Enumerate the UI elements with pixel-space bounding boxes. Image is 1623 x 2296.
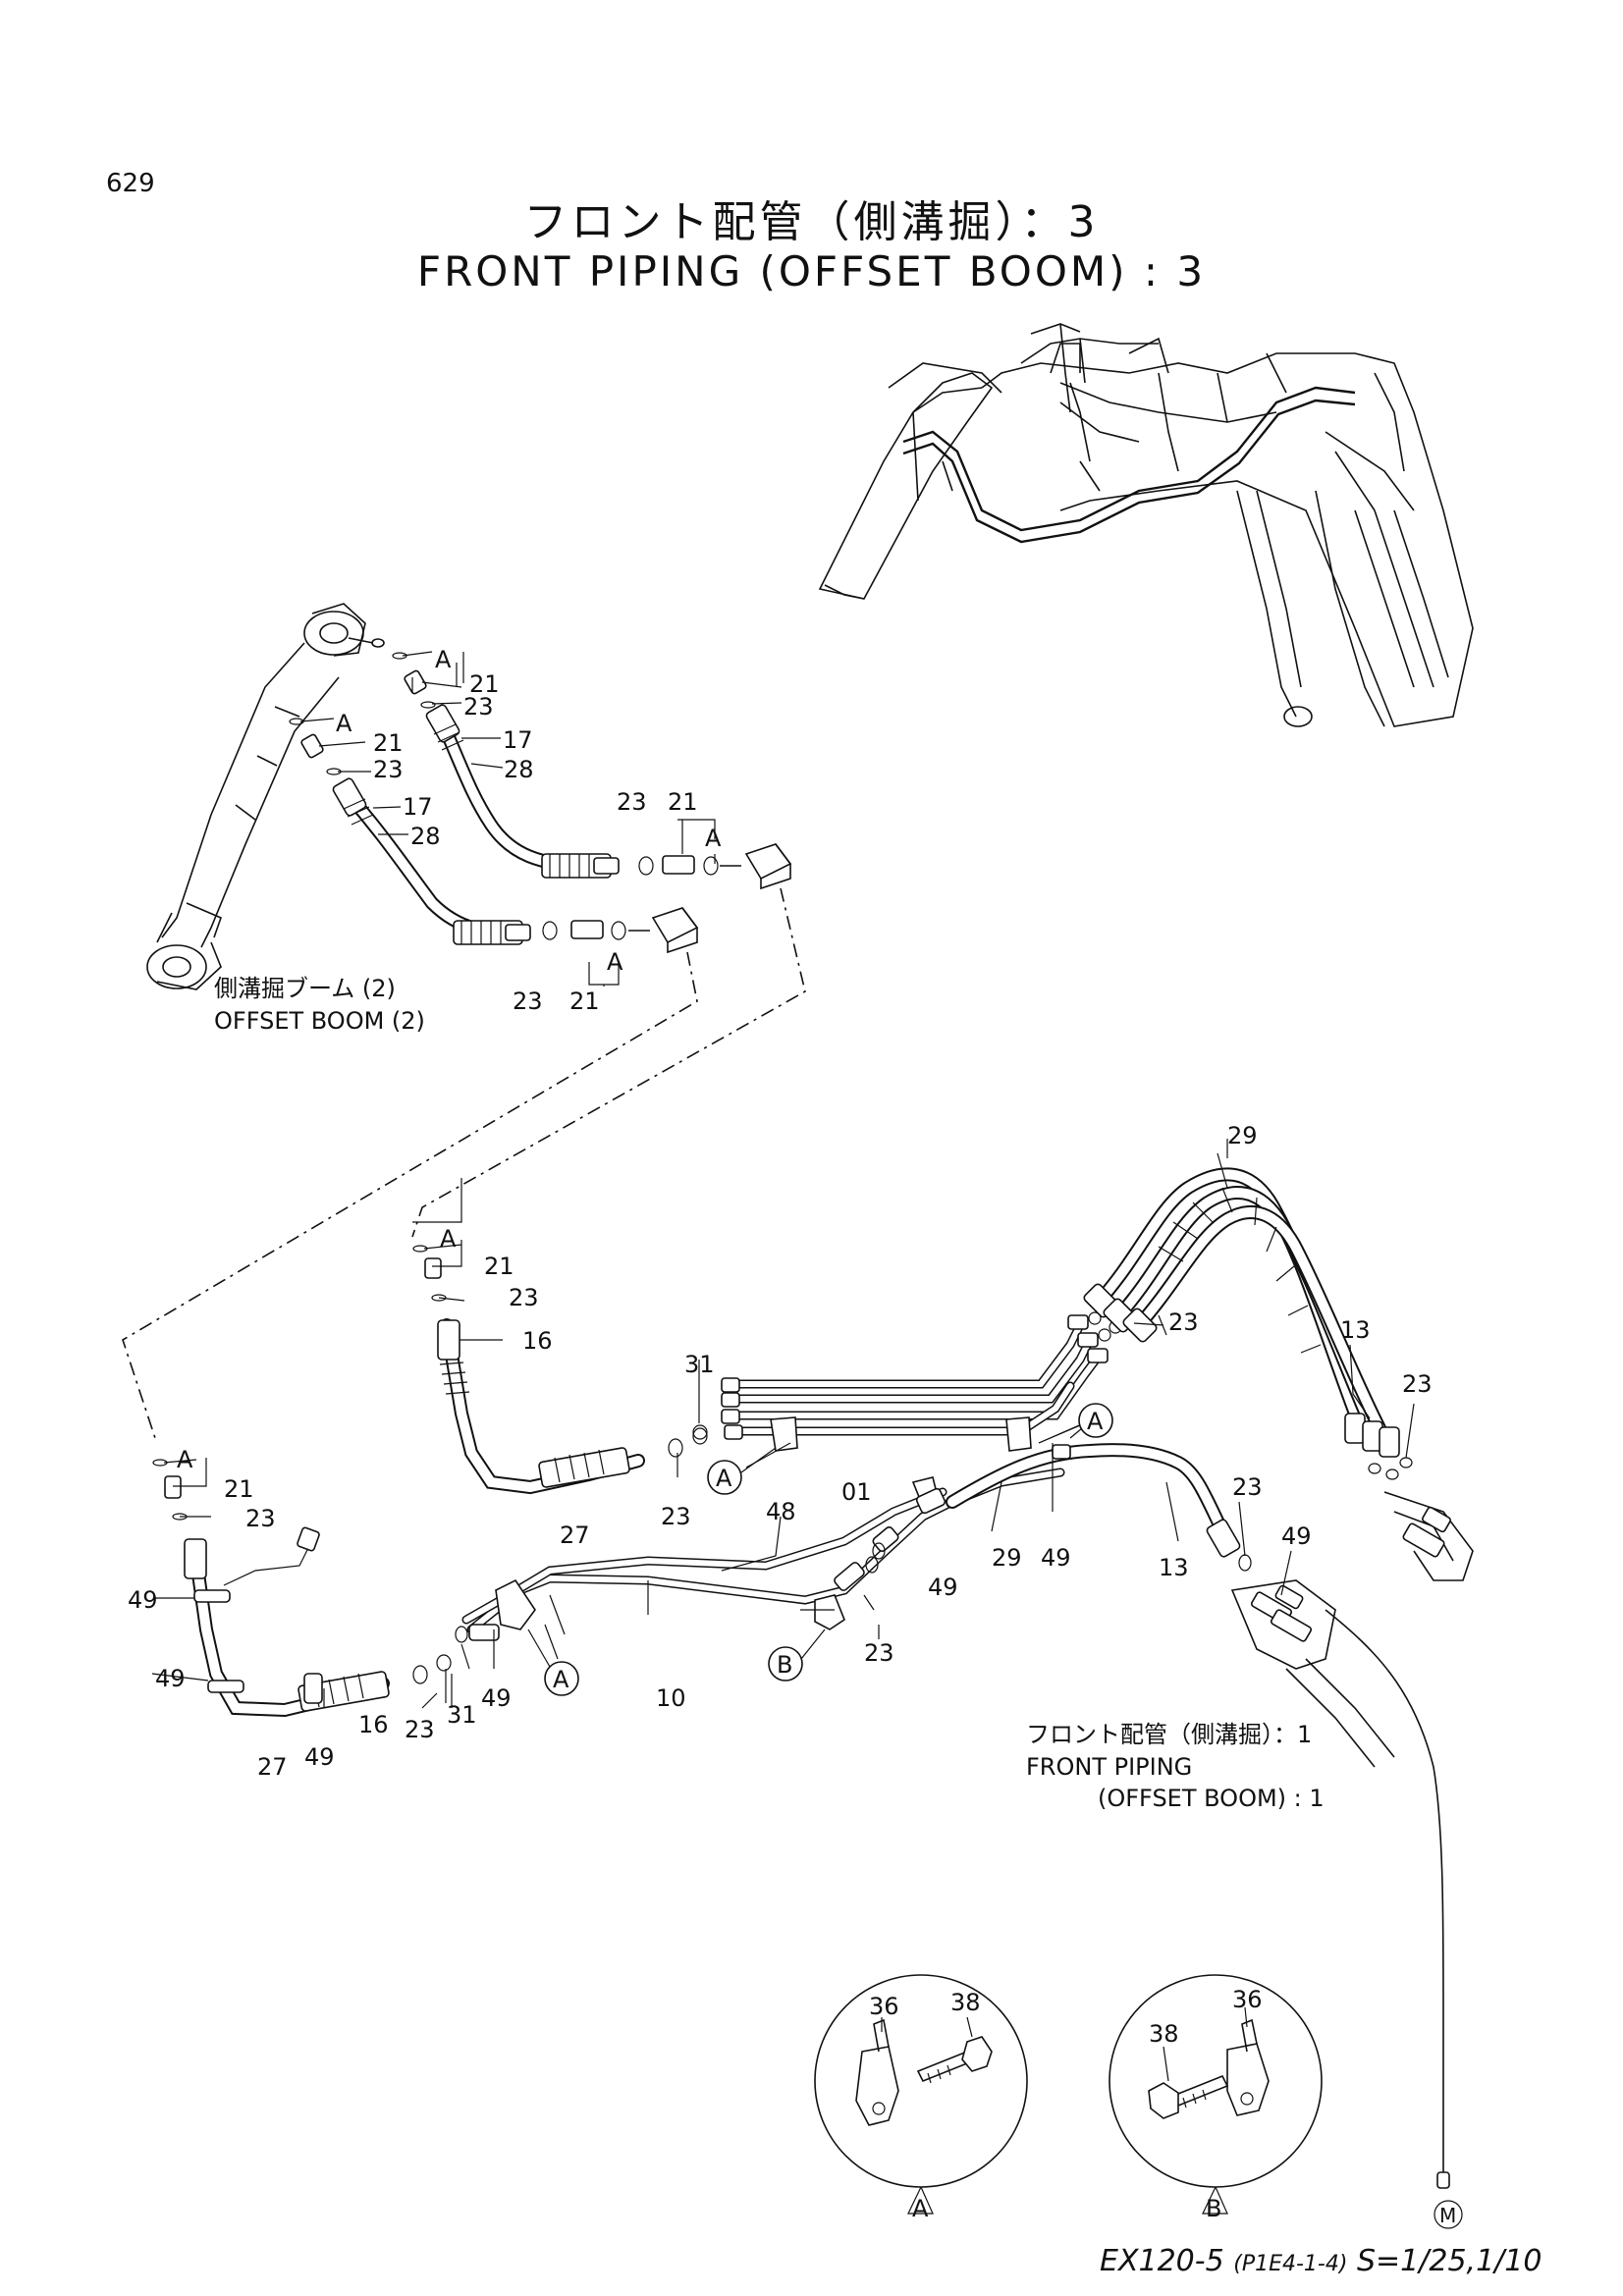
callout-a-1: A [1087,1408,1104,1435]
view-callouts: A A A B [527,1403,1113,1696]
label-23-lower-6: 23 [864,1639,894,1667]
title-english: FRONT PIPING (OFFSET BOOM) : 3 [416,247,1207,295]
part-labels-lower: A 21 23 16 27 23 31 01 48 10 29 23 13 23… [128,1122,1433,1781]
label-21-upper-3: 21 [668,788,698,816]
label-21-lower-2: 21 [224,1475,254,1503]
hose-assembly-upper [289,652,792,954]
label-21-upper-4: 21 [569,988,600,1015]
footer-code: (P1E4-1-4) [1233,2252,1348,2276]
label-49-lower-7: 49 [155,1665,186,1692]
label-a-upper-1: A [435,646,452,673]
label-23-upper-1: 23 [463,693,494,721]
label-27-lower-2: 27 [257,1753,288,1781]
label-21-upper-1: 21 [469,670,500,698]
label-28-upper-1: 28 [504,756,534,783]
label-23-lower-2: 23 [661,1503,691,1530]
detail-view-a: 36 38 A [814,1974,1028,2222]
label-23-upper-3: 23 [617,788,647,816]
label-23-lower-7: 23 [405,1716,435,1743]
callout-a-2: A [716,1465,732,1492]
label-17-upper-2: 17 [403,793,433,821]
detail-a-label: A [912,2195,929,2222]
label-13-lower: 13 [1159,1554,1189,1581]
label-16-lower-2: 16 [358,1711,389,1738]
title-japanese: フロント配管（側溝掘）：3 [523,197,1100,247]
detail-b-label: B [1206,2195,1221,2222]
logo-mark-letter: M [1439,2204,1456,2227]
label-49-lower-1: 49 [1281,1522,1312,1550]
detail-view-b: 36 38 B [1109,1974,1323,2222]
part-labels-upper: A 21 23 17 28 A 21 23 17 28 23 21 A 23 2… [336,646,722,1015]
detail-a-part-36: 36 [869,1993,899,2020]
label-29-lower: 29 [992,1544,1022,1572]
label-16-lower-1: 16 [522,1327,553,1355]
detail-a-part-38: 38 [950,1989,981,2016]
label-28-upper-2: 28 [410,823,441,850]
label-23-lower-3: 23 [1168,1308,1199,1336]
label-a-upper-4: A [607,948,623,976]
manufacturer-mark: M [1434,2200,1463,2229]
front-piping-reference-caption: フロント配管（側溝掘）：1 FRONT PIPING (OFFSET BOOM)… [1026,1721,1325,1812]
label-17-upper-1: 17 [503,726,533,754]
leaders-upper [299,651,716,987]
callout-a-3: A [553,1666,569,1693]
label-01: 01 [841,1478,872,1506]
offset-boom-caption: 側溝掘ブーム (2) OFFSET BOOM (2) [214,975,425,1035]
footer-model-info: EX120-5 (P1E4-1-4) S=1/25,1/10 [1100,2244,1542,2278]
pipe-assembly-center [692,1167,1474,2189]
footer-scale: S=1/25,1/10 [1356,2244,1542,2278]
label-13-upper: 13 [1340,1316,1371,1344]
label-29-upper: 29 [1227,1122,1258,1149]
caption-offset-boom-en: OFFSET BOOM (2) [214,1007,425,1035]
label-23-lower-8: 23 [245,1505,276,1532]
caption-ref-en-1: FRONT PIPING [1026,1753,1192,1781]
caption-ref-en-2: (OFFSET BOOM) : 1 [1098,1785,1325,1812]
callout-b-1: B [777,1651,792,1679]
label-49-lower-5: 49 [304,1743,335,1771]
label-a-lower-1: A [440,1225,457,1253]
label-a-upper-2: A [336,710,352,737]
label-31-lower-2: 31 [447,1701,477,1729]
detail-b-part-36: 36 [1232,1986,1263,2013]
label-23-lower-4: 23 [1402,1370,1433,1398]
label-49-lower-6: 49 [128,1586,158,1614]
label-23-lower-1: 23 [509,1284,539,1311]
offset-boom-cylinder-illustration [146,603,385,990]
caption-offset-boom-jp: 側溝掘ブーム (2) [214,975,396,1002]
label-a-lower-2: A [177,1446,193,1473]
label-48: 48 [766,1498,796,1525]
machine-overview-illustration [818,323,1474,727]
label-23-upper-4: 23 [513,988,543,1015]
footer-model: EX120-5 [1100,2244,1224,2278]
label-23-lower-5: 23 [1232,1473,1263,1501]
page-number: 629 [106,169,155,198]
caption-ref-jp: フロント配管（側溝掘）：1 [1026,1721,1312,1748]
label-21-upper-2: 21 [373,729,404,757]
label-27-lower-1: 27 [560,1522,590,1549]
label-49-lower-3: 49 [928,1574,958,1601]
label-31-lower-1: 31 [684,1351,715,1378]
label-49-lower-2: 49 [1041,1544,1071,1572]
label-49-lower-4: 49 [481,1684,512,1712]
label-21-lower-1: 21 [484,1253,514,1280]
label-a-upper-3: A [705,825,722,852]
hose-assembly-lower-left [152,1245,1065,1718]
label-23-upper-2: 23 [373,756,404,783]
label-10: 10 [656,1684,686,1712]
detail-b-part-38: 38 [1149,2020,1179,2048]
